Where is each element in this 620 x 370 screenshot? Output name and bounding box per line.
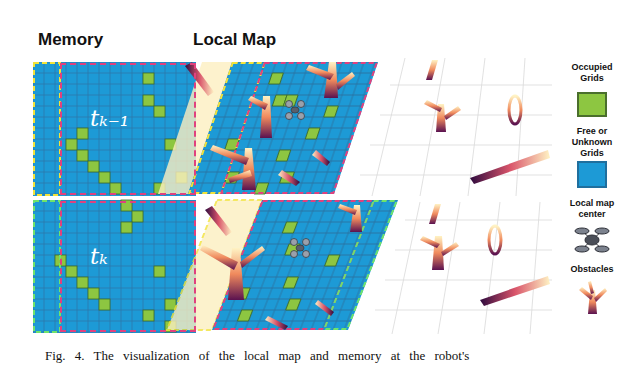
legend-label: Local map center	[566, 198, 618, 220]
drone-bottom	[291, 239, 310, 258]
legend-label: Free or Unknown Grids	[566, 126, 618, 159]
section-heading: Memory	[38, 30, 103, 50]
memory-region: tₖ₋₁	[60, 63, 196, 195]
memory-grid-bottom	[33, 200, 196, 333]
legend-drone-icon	[575, 228, 609, 252]
legend-obstacle-icon	[579, 281, 607, 314]
local-map-top	[158, 62, 378, 194]
legend-label: Obstacles	[562, 264, 620, 275]
figure-caption: Fig. 4. The visualization of the local m…	[45, 348, 469, 364]
memory-region: tₖ	[60, 201, 196, 332]
obstacles-bottom	[200, 204, 550, 330]
drone-top	[286, 101, 305, 120]
local-map-bottom	[167, 200, 398, 330]
floor-grid	[172, 58, 552, 334]
legend-swatch	[577, 92, 607, 117]
legend-label: Occupied Grids	[562, 62, 620, 84]
obstacles-top	[185, 60, 550, 190]
time-step-label: tₖ	[90, 243, 108, 269]
legend-swatch	[577, 161, 607, 188]
section-heading: Local Map	[193, 30, 276, 50]
time-step-label: tₖ₋₁	[90, 105, 129, 131]
